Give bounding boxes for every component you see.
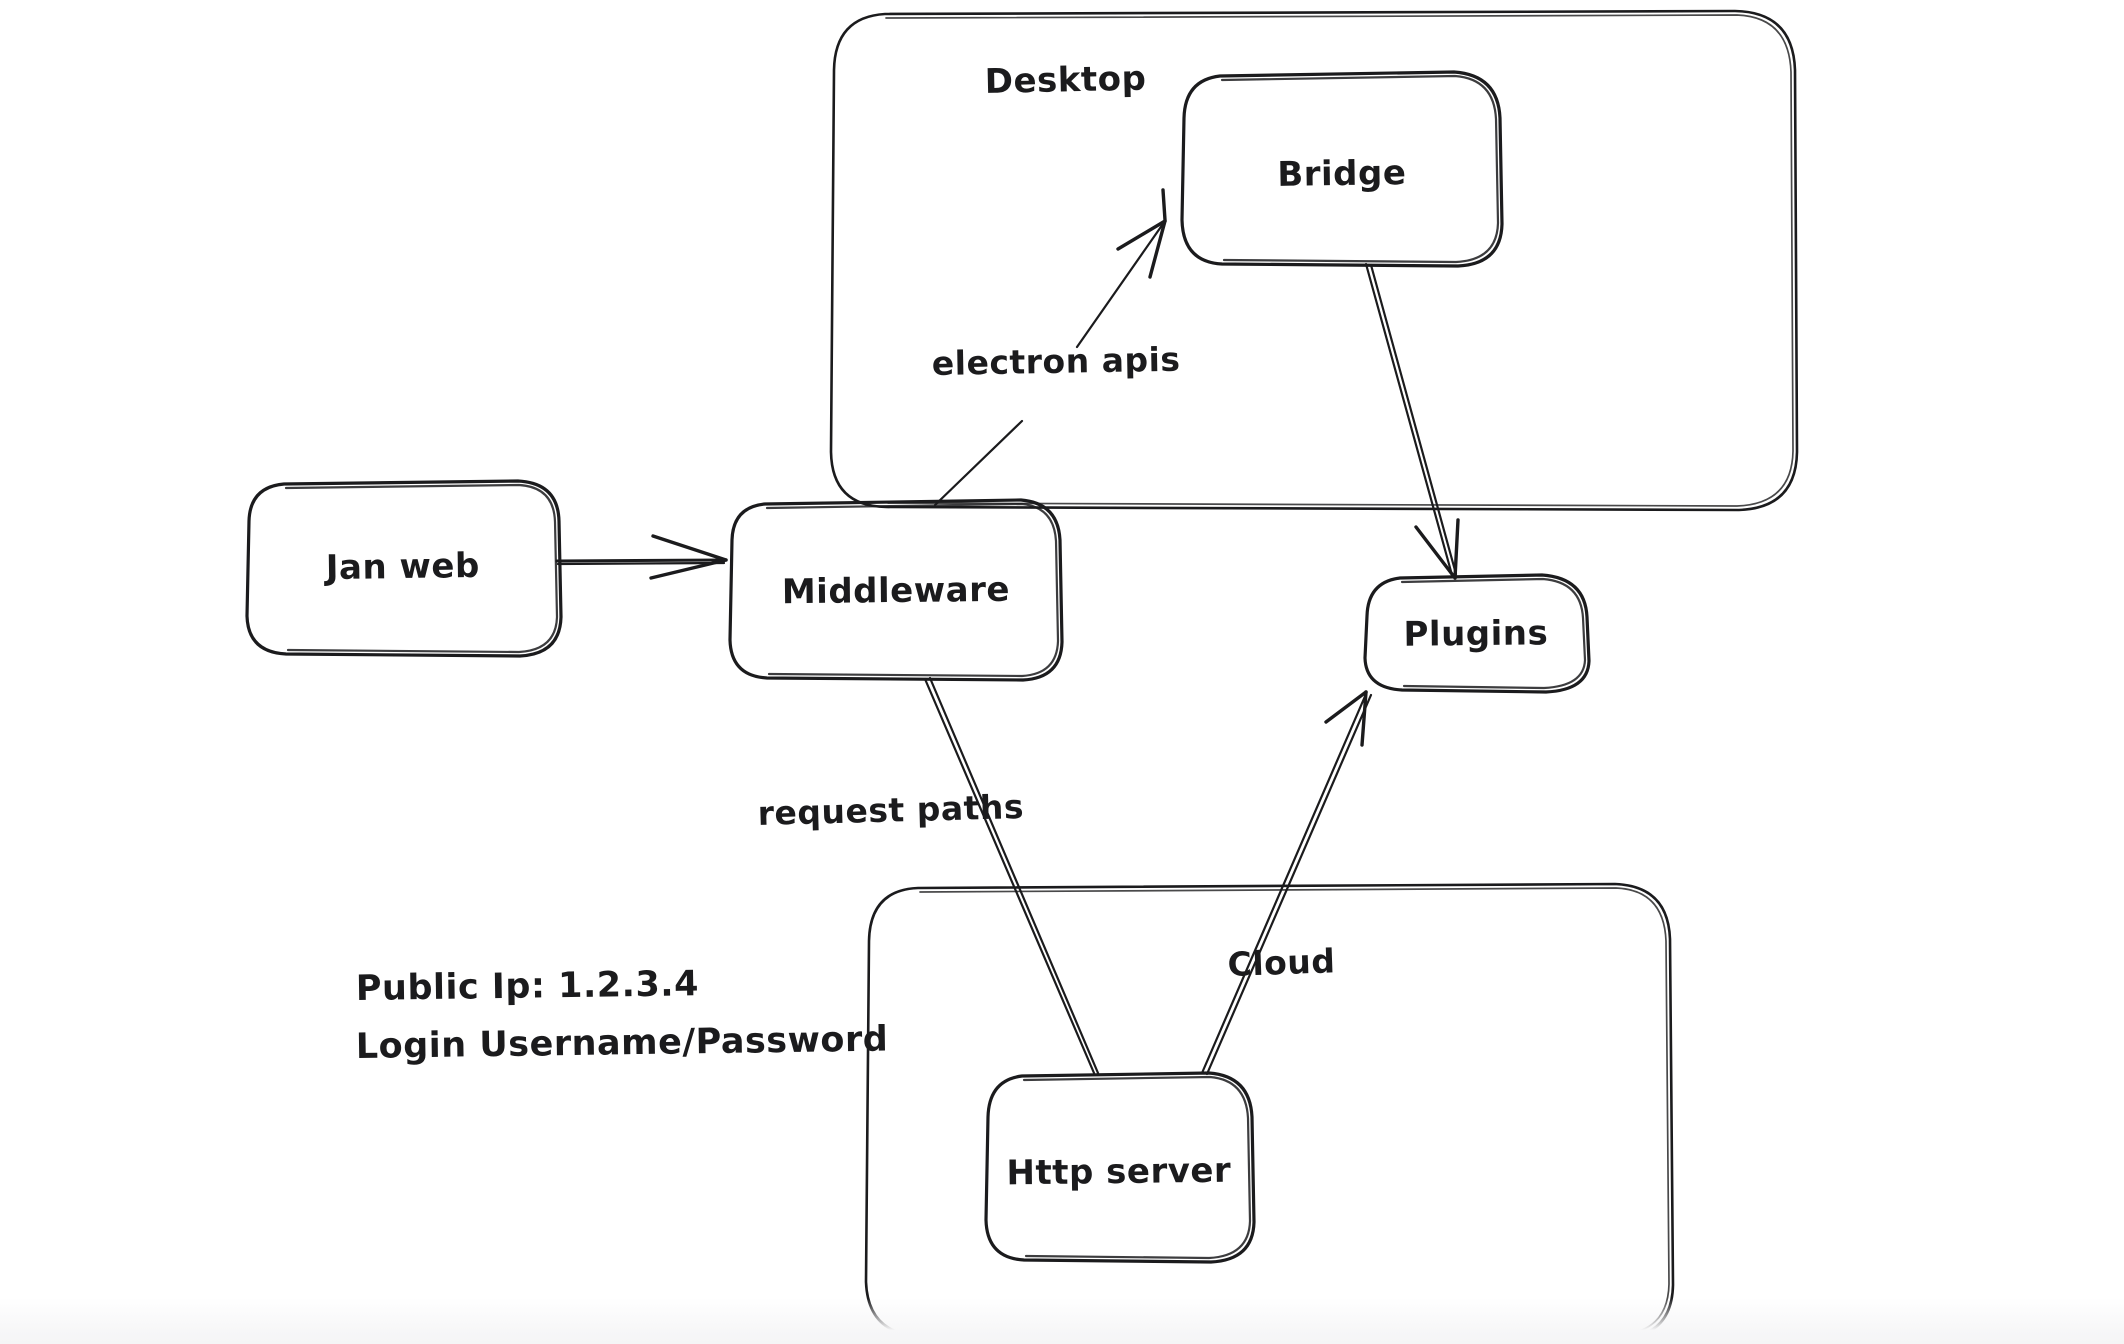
node-label-bridge: Bridge: [1277, 153, 1407, 195]
node-plugins[interactable]: Plugins: [1363, 573, 1591, 694]
node-label-plugins: Plugins: [1403, 613, 1548, 655]
edge-middleware-to-http-server: [923, 676, 1100, 1075]
edge-bridge-to-plugins: [1364, 262, 1460, 580]
container-cloud[interactable]: [864, 882, 1675, 1341]
edge-middleware-to-bridge: [933, 188, 1167, 507]
note-public-ip: Public Ip: 1.2.3.4: [356, 964, 700, 1009]
edge-label-cloud: Cloud: [1227, 941, 1336, 984]
container-label-desktop: Desktop: [984, 59, 1146, 102]
edge-jan-web-to-middleware: [555, 534, 728, 580]
node-label-jan-web: Jan web: [324, 546, 480, 588]
note-login-credentials: Login Username/Password: [356, 1020, 889, 1067]
edge-label-request-paths: request paths: [757, 787, 1024, 833]
node-label-http-server: Http server: [1006, 1151, 1231, 1194]
edge-label-electron-apis: electron apis: [931, 340, 1180, 383]
container-desktop[interactable]: [829, 9, 1799, 512]
notes-block: Public Ip: 1.2.3.4 Login Username/Passwo…: [356, 964, 889, 1067]
edge-http-server-to-plugins: [1200, 690, 1373, 1076]
node-http-server[interactable]: Http server: [984, 1071, 1256, 1264]
node-label-middleware: Middleware: [782, 570, 1010, 612]
node-bridge[interactable]: Bridge: [1180, 70, 1504, 268]
node-jan-web[interactable]: Jan web: [245, 479, 563, 658]
node-middleware[interactable]: Middleware: [728, 498, 1064, 682]
